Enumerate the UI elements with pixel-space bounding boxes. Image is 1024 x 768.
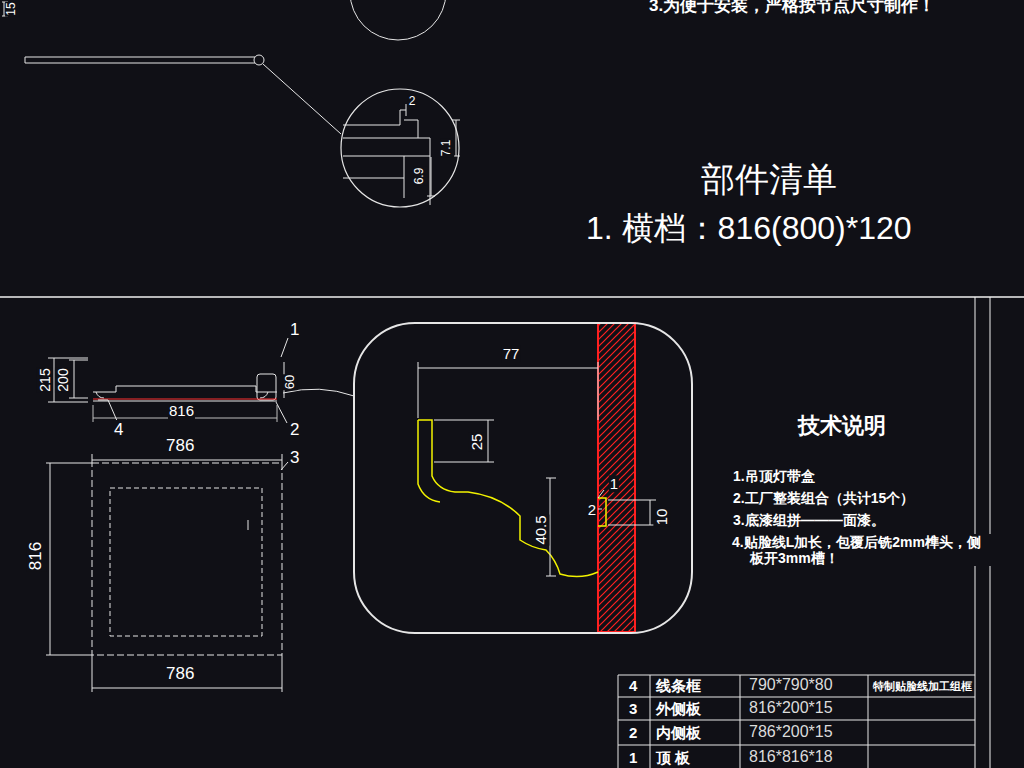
leader-line	[281, 462, 288, 470]
dimension-line	[434, 420, 494, 462]
table-cell: 特制贴脸线加工组框	[872, 680, 973, 693]
heading-text: 3.为便于安装，严格按节点尺寸制作！	[648, 0, 936, 16]
table-cell: 786*200*15	[748, 723, 834, 741]
leader-line	[276, 402, 287, 423]
leader-line	[598, 490, 604, 509]
mark	[248, 520, 249, 530]
dimension-text: 77	[502, 345, 521, 362]
dimension-text: 15	[5, 1, 19, 16]
center-line	[93, 399, 277, 400]
dimension-text: 60	[283, 374, 298, 390]
dimension-text: 2	[587, 501, 597, 518]
detail-circle: 2 7.1 6.9	[340, 88, 460, 208]
heading-text: 1. 横档：816(800)*120	[585, 210, 913, 247]
table-cell: 线条框	[655, 677, 702, 694]
dimension-text: 10	[653, 508, 670, 527]
technical-note: 3.底漆组拼———面漆。	[732, 512, 886, 528]
detail-marker	[254, 55, 264, 65]
plan-outline	[92, 463, 282, 655]
dimension-line	[48, 358, 88, 402]
dimension-text: 1	[289, 320, 300, 340]
dimension-text: 2	[289, 420, 300, 440]
detail-circle	[350, 0, 446, 40]
dimension-text: 215	[37, 367, 53, 392]
technical-note: 技术说明	[797, 413, 887, 438]
detail-bubble: 77 25 12 10 40.5	[353, 322, 693, 634]
leader-line	[263, 64, 341, 134]
dimension-text: 4	[113, 420, 124, 440]
table-cell: 816*816*18	[748, 748, 834, 766]
dimension-line	[427, 120, 460, 196]
table-cell: 790*790*80	[748, 676, 834, 694]
dimension-text: 3	[289, 448, 300, 468]
table-cell: 内侧板	[655, 724, 702, 741]
section-profile	[93, 386, 277, 401]
dimension-text: 200	[55, 367, 71, 392]
dimension-line	[418, 362, 598, 420]
section-detail-box	[257, 374, 276, 400]
rail-profile	[25, 57, 255, 63]
table-cell: 顶 板	[655, 749, 691, 766]
dimension-text: 25	[468, 433, 485, 452]
table-cell: 1	[628, 749, 638, 766]
table-cell: 816*200*15	[748, 699, 834, 717]
rail-section	[343, 104, 430, 205]
leader-line	[281, 338, 288, 357]
sheet-divider	[0, 296, 1024, 298]
table-cell: 外侧板	[655, 700, 702, 717]
plan-inner-outline	[110, 488, 262, 636]
dimension-text: 786	[165, 664, 195, 684]
heading-text: 部件清单	[700, 160, 838, 199]
dimension-text: 816	[26, 541, 46, 571]
dimension-text: 40.5	[532, 514, 549, 545]
dimension-text: 786	[165, 436, 195, 456]
dimension-text: 1	[609, 475, 619, 492]
dimension-text: 7.1	[440, 139, 454, 158]
technical-note: 1.吊顶灯带盒	[732, 468, 816, 484]
sheet-border	[975, 297, 990, 768]
dimension-text: 816	[168, 402, 195, 419]
dimension-text: 2	[408, 95, 417, 109]
parts-table-grid	[618, 675, 975, 768]
technical-note: 4.贴脸线L加长，包覆后铣2mm榫头，侧板开3mm槽！	[732, 534, 991, 566]
dimension-line	[608, 500, 656, 525]
wall-hatch	[598, 323, 635, 632]
dimension-line	[92, 655, 282, 692]
dimension-text: 6.9	[413, 167, 427, 186]
trim-profile	[418, 420, 606, 577]
table-cell: 2	[628, 724, 638, 741]
technical-note: 2.工厂整装组合（共计15个）	[732, 490, 915, 506]
table-cell: 3	[628, 700, 638, 717]
table-cell: 4	[628, 677, 638, 694]
dimension-line	[46, 463, 92, 655]
